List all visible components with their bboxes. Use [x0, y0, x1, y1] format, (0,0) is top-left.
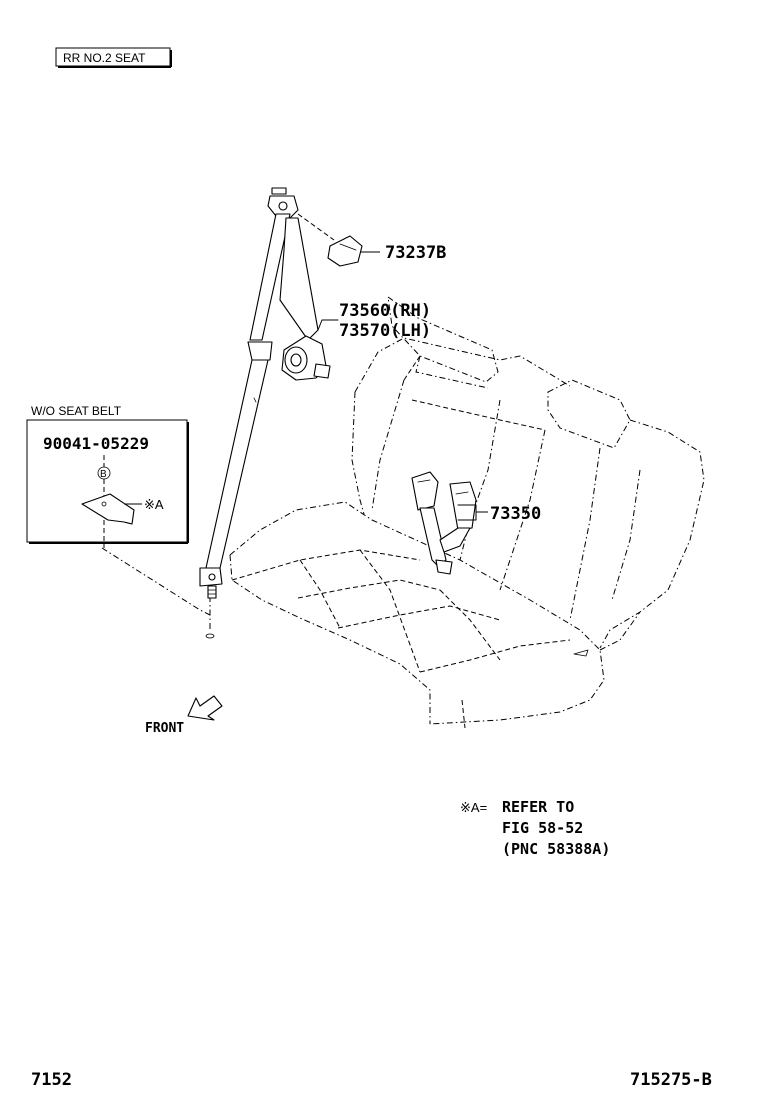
buckle-part-number: 73350: [490, 504, 541, 524]
reference-note: ※A= REFER TO FIG 58-52 (PNC 58388A): [460, 798, 610, 858]
note-marker: ※A=: [460, 800, 487, 815]
note-line-1: REFER TO: [502, 798, 574, 816]
front-label: FRONT: [145, 721, 184, 736]
rear-seat-illustration: [229, 295, 705, 729]
cover-part-number: 73237B: [385, 243, 446, 263]
figure-number: 7152: [31, 1070, 72, 1090]
belt-anchor-cover: [297, 213, 363, 267]
seat-belt-buckle: [411, 471, 477, 575]
shoulder-belt-assembly: [199, 187, 331, 639]
marker-b: B: [100, 469, 107, 480]
note-line-3: (PNC 58388A): [502, 840, 610, 858]
section-label-text: RR NO.2 SEAT: [63, 51, 146, 65]
illustration-id: 715275-B: [630, 1070, 712, 1090]
inset-without-seat-belt: W/O SEAT BELT 90041-05229 B ※A: [26, 404, 189, 548]
front-direction-arrow: FRONT: [145, 695, 223, 736]
belt-rh-part-number: 73560(RH): [339, 301, 431, 321]
inset-part-number: 90041-05229: [43, 434, 149, 453]
section-label: RR NO.2 SEAT: [55, 47, 172, 68]
marker-a: ※A: [144, 497, 164, 512]
belt-lh-part-number: 73570(LH): [339, 321, 431, 341]
note-line-2: FIG 58-52: [502, 819, 583, 837]
inset-title: W/O SEAT BELT: [31, 404, 122, 418]
